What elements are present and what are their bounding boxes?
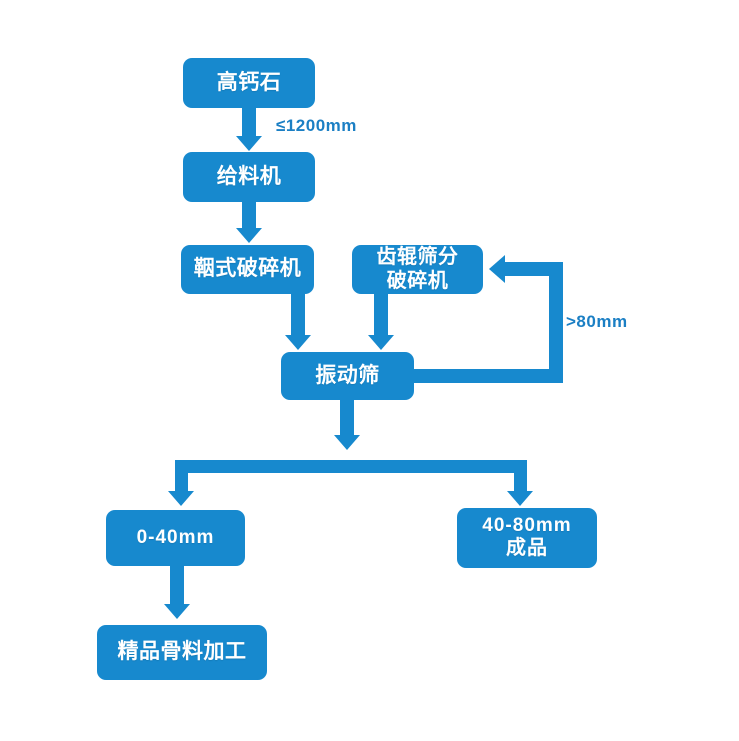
split-branch-left-shaft — [175, 460, 188, 492]
node-label-line2: 破碎机 — [386, 269, 449, 292]
node-label: 鞇式破碎机 — [193, 257, 302, 281]
node-product-0-40mm: 0-40mm — [106, 510, 245, 566]
connector-feeder-to-jaw-shaft — [242, 202, 256, 229]
node-product-40-80mm: 40-80mm 成品 — [457, 508, 597, 568]
connector-fines-to-final-shaft — [170, 566, 184, 605]
loop-segment-horizontal-top — [505, 262, 563, 276]
node-label: 振动筛 — [315, 363, 380, 387]
connector-roller-to-screen-arrowhead — [368, 335, 394, 350]
node-label-line1: 齿辊筛分 — [376, 245, 459, 268]
node-label-line1: 40-80mm — [482, 515, 572, 536]
node-premium-aggregate-processing: 精品骨料加工 — [97, 625, 267, 680]
connector-screen-to-split-shaft — [340, 400, 354, 436]
node-label: 精品骨料加工 — [117, 640, 247, 664]
connector-roller-to-screen-shaft — [374, 294, 388, 336]
edge-label-oversize: >80mm — [566, 312, 628, 331]
node-label: 给料机 — [216, 164, 282, 188]
node-feeder: 给料机 — [183, 152, 315, 202]
node-toothed-roller-crusher: 齿辊筛分 破碎机 — [352, 245, 483, 294]
connector-raw-to-feeder-shaft — [242, 108, 256, 138]
node-jaw-crusher: 鞇式破碎机 — [181, 245, 314, 294]
connector-jaw-to-screen-arrowhead — [285, 335, 311, 350]
node-label: 高钙石 — [216, 70, 282, 94]
edge-label-feed-size: ≤1200mm — [276, 116, 357, 135]
split-branch-right-shaft — [514, 460, 527, 492]
connector-feeder-to-jaw-arrowhead — [236, 228, 262, 243]
node-label: 0-40mm — [136, 526, 215, 548]
connector-fines-to-final-arrowhead — [164, 604, 190, 619]
loop-arrowhead-into-roller-crusher — [489, 255, 505, 283]
split-branch-left-arrowhead — [168, 491, 194, 506]
loop-segment-vertical-right — [549, 262, 563, 383]
connector-raw-to-feeder-arrowhead — [236, 136, 262, 151]
connector-screen-to-split-arrowhead — [334, 435, 360, 450]
connector-jaw-to-screen-shaft — [291, 294, 305, 336]
node-label-line2: 成品 — [506, 537, 548, 560]
node-raw-material: 高钙石 — [183, 58, 315, 108]
loop-segment-horizontal-bottom — [414, 369, 563, 383]
split-bar-horizontal — [175, 460, 527, 473]
split-branch-right-arrowhead — [507, 491, 533, 506]
node-vibrating-screen: 振动筛 — [281, 352, 414, 400]
